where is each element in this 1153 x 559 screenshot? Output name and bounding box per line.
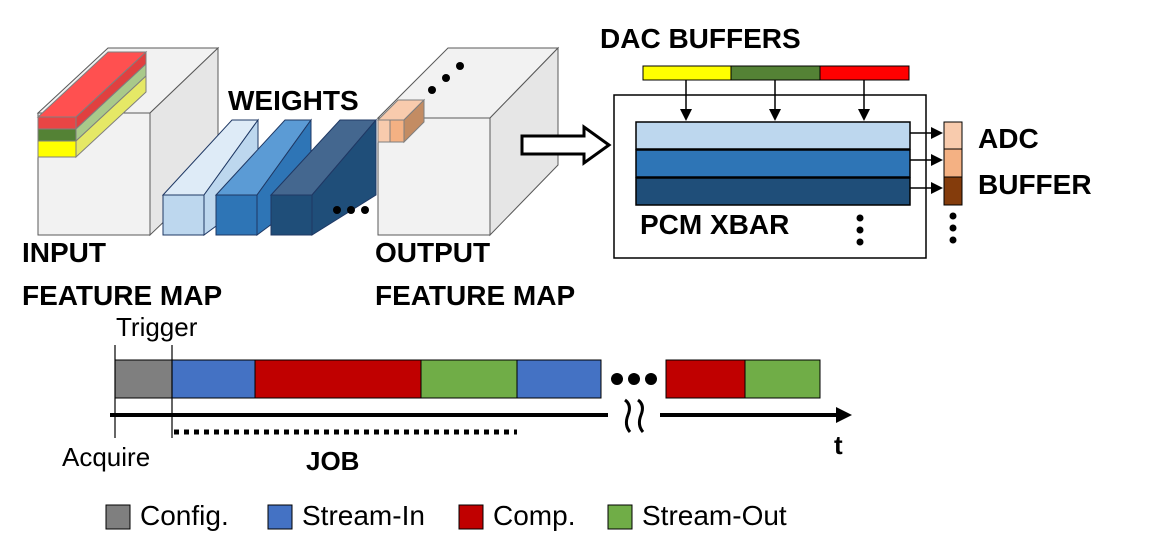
axis-break-icon [624,398,645,433]
adc-buffer [943,121,963,206]
acquire-label: Acquire [62,442,150,472]
mapping-arrow [520,124,612,166]
legend-swatch-2 [458,504,484,530]
adc-ellipsis [949,212,957,244]
dac-buffers-label: DAC BUFFERS [600,23,801,54]
adc-cell-2 [943,148,963,178]
segment-stream-in-2 [516,359,602,399]
job-label: JOB [306,446,359,476]
adc-cell-1 [943,121,963,150]
timeline-segments [114,359,821,399]
dac-buffer-yellow [642,65,732,81]
legend-swatch-0 [105,504,131,530]
segment-comp-1 [254,359,422,399]
output-feature-map-label-2: FEATURE MAP [375,280,575,311]
weight-kernel-dark [269,118,378,236]
weights-label: WEIGHTS [228,85,359,116]
segment-stream-in-1 [171,359,256,399]
legend-label-3: Stream-Out [642,500,787,531]
legend-swatch-1 [267,504,293,530]
segment-stream-out-2 [744,359,821,399]
output-feature-map-label-1: OUTPUT [375,237,490,268]
legend: Config. Stream-In Comp. Stream-Out [105,500,787,531]
input-feature-map-label-1: INPUT [22,237,106,268]
pcm-xbar-box [613,94,927,259]
legend-label-2: Comp. [493,500,575,531]
adc-arrows [910,127,943,194]
output-voxels [376,98,426,144]
xbar-row-3 [635,177,911,206]
legend-label-0: Config. [140,500,229,531]
segment-stream-out-1 [420,359,518,399]
dac-buffer-green [730,65,821,81]
dac-buffer-bar [642,65,910,81]
trigger-label: Trigger [116,312,198,342]
weights-ellipsis [333,206,369,214]
input-feature-map-cube [36,46,220,237]
adc-label-1: ADC [978,123,1039,154]
segment-comp-2 [665,359,746,399]
dac-buffer-red [819,65,910,81]
input-slab-red [36,50,148,131]
xbar-ellipsis [856,214,864,246]
xbar-row-1 [635,121,911,150]
adc-cell-3 [943,176,963,206]
legend-swatch-3 [607,504,633,530]
legend-label-1: Stream-In [302,500,425,531]
xbar-row-2 [635,149,911,178]
adc-label-2: BUFFER [978,169,1092,200]
input-feature-map-label-2: FEATURE MAP [22,280,222,311]
time-axis-label: t [834,430,843,460]
timeline-ellipsis [611,373,657,385]
time-axis [110,398,852,433]
output-ellipsis [428,62,464,94]
dac-arrows [680,80,870,121]
segment-config [114,359,173,399]
pcm-xbar-label: PCM XBAR [640,209,789,240]
input-slab-yellow [37,74,147,159]
